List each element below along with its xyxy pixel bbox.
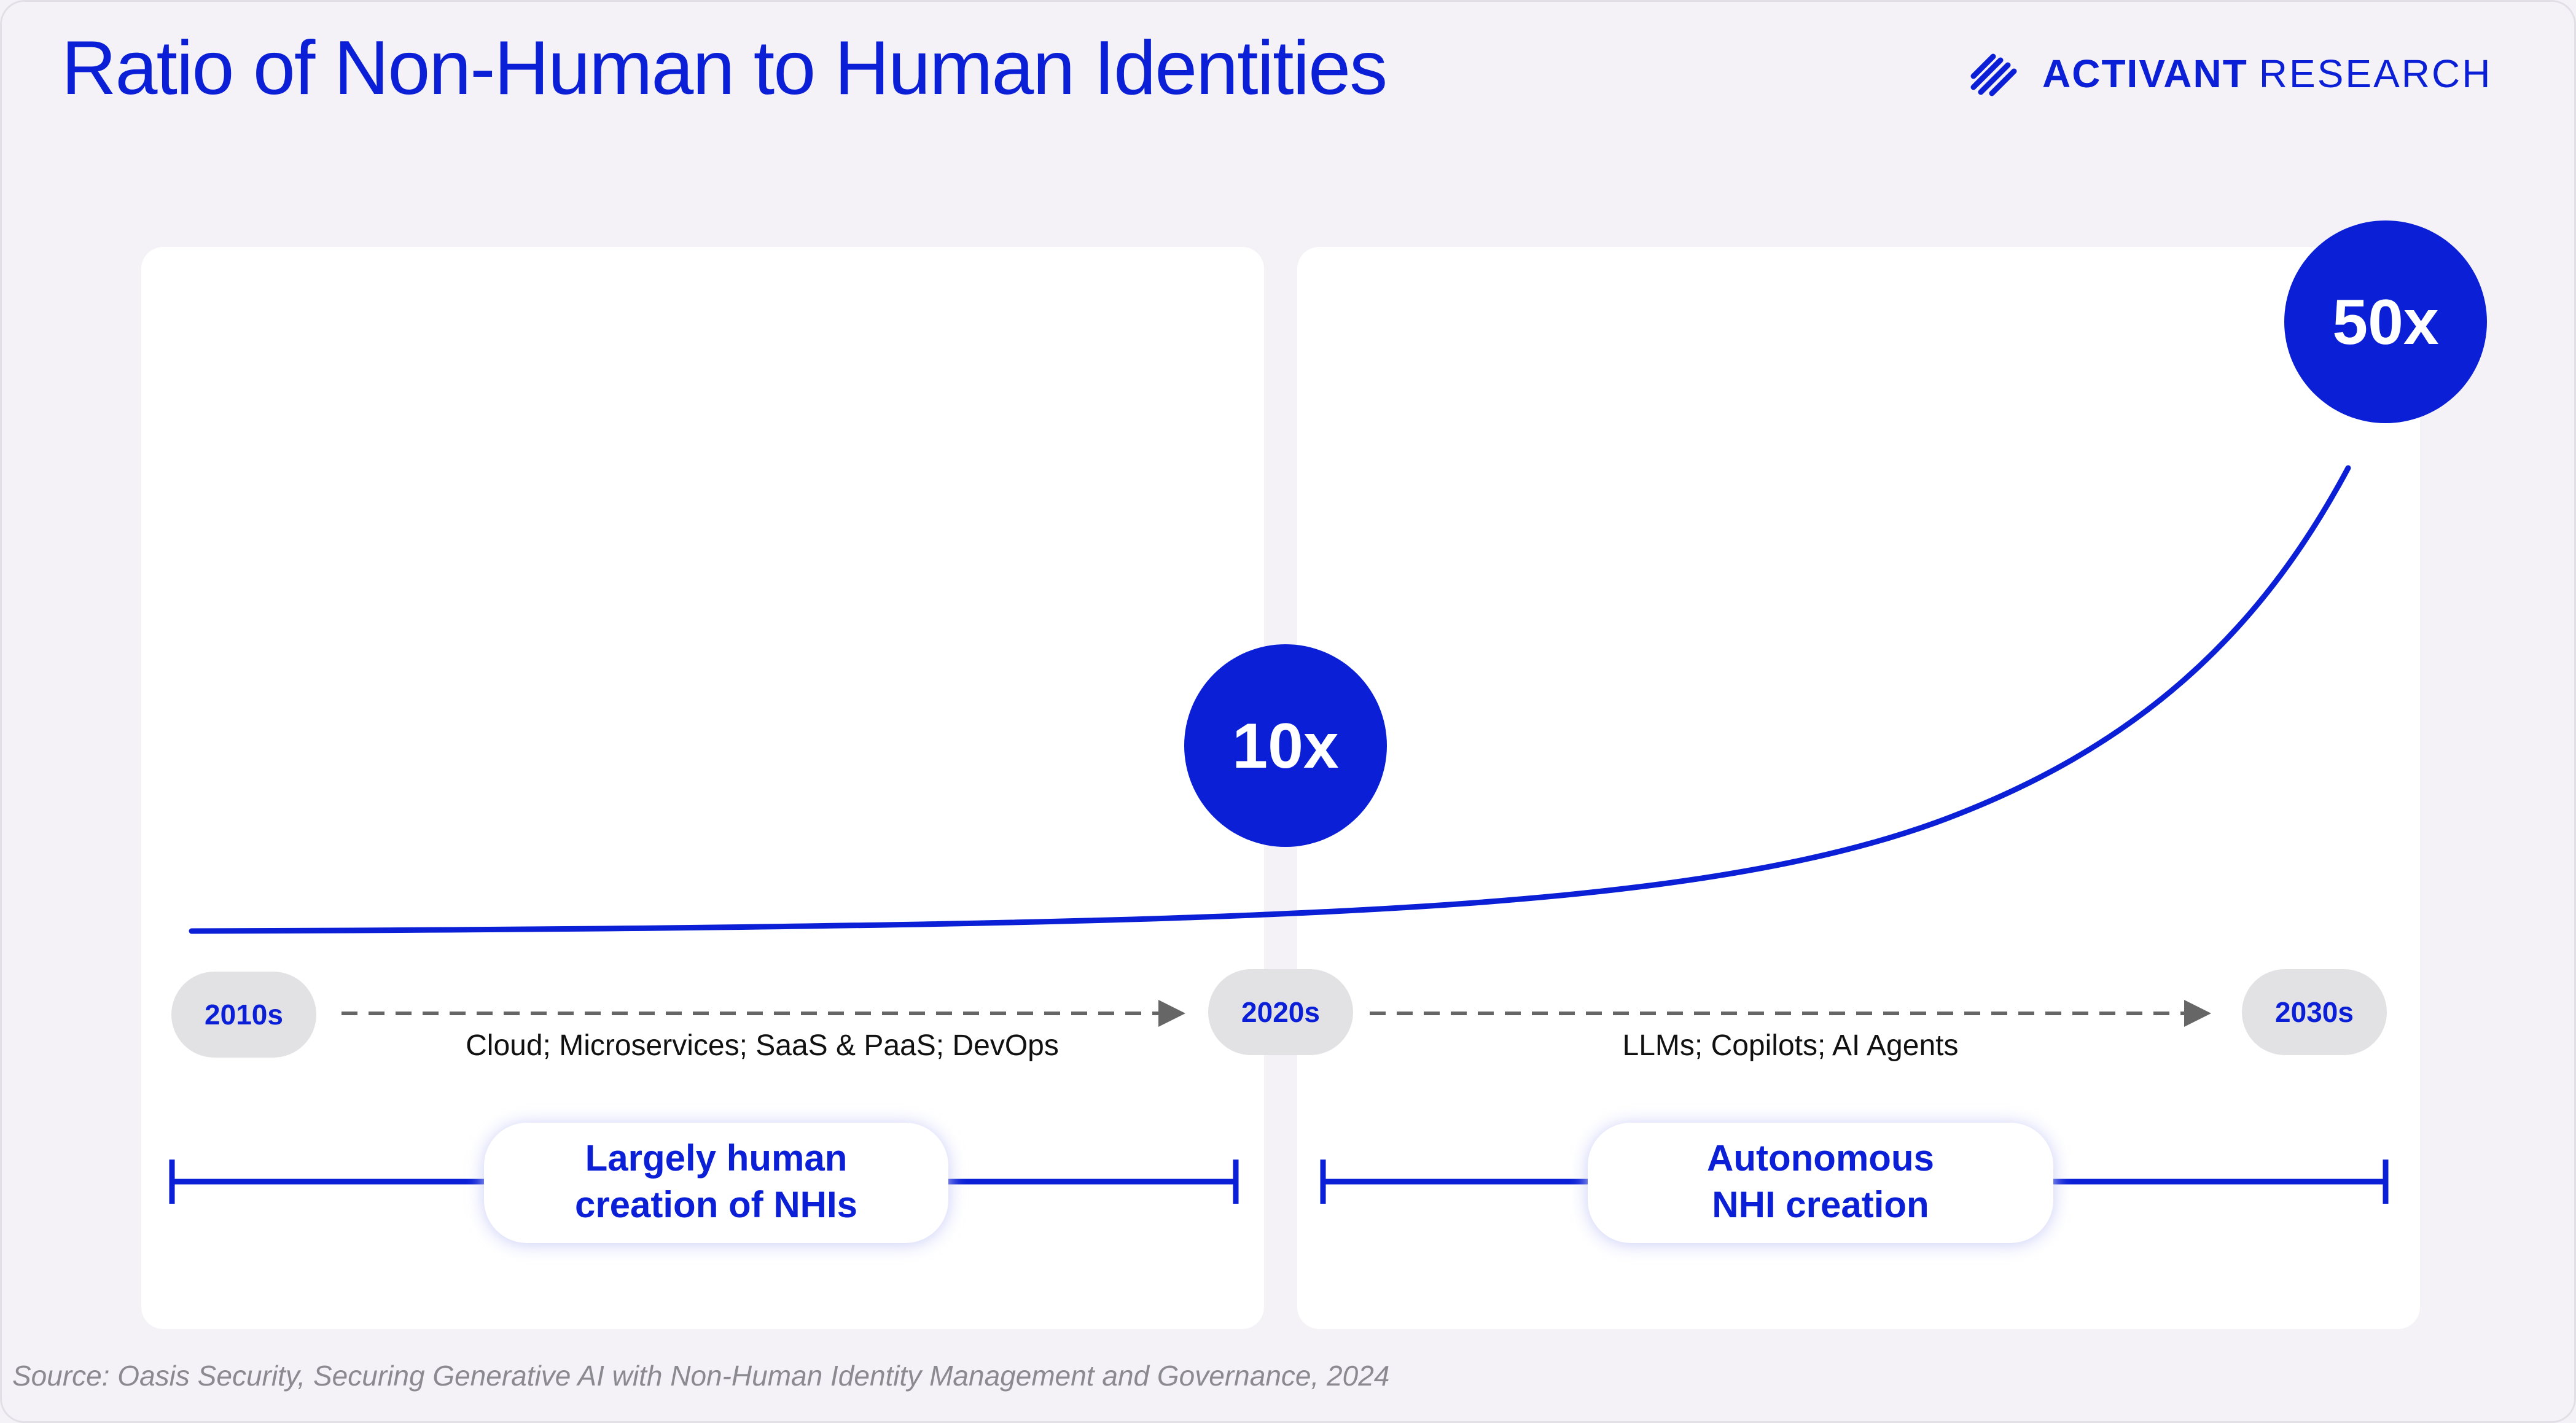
driver-label: LLMs; Copilots; AI Agents: [1623, 1029, 1959, 1062]
phase-box: [484, 1123, 948, 1243]
tick-label: 2020s: [1241, 996, 1320, 1028]
growth-curve: [189, 465, 2351, 934]
activant-slash-logo-icon: [1970, 53, 2017, 96]
tick-label: 2030s: [2275, 996, 2354, 1028]
driver-label: Cloud; Microservices; SaaS & PaaS; DevOp…: [466, 1029, 1059, 1062]
arrow-head-icon: [1158, 1000, 1185, 1027]
arrow-head-icon: [2184, 1000, 2211, 1027]
brand-logo: ACTIVANT RESEARCH: [1969, 48, 2492, 99]
phase-label: Largely human: [585, 1137, 848, 1179]
value-label: 50x: [2332, 287, 2439, 358]
value-label: 10x: [1232, 711, 1339, 782]
source-note: Source: Oasis Security, Securing Generat…: [12, 1360, 1390, 1392]
tick-label: 2010s: [205, 999, 283, 1031]
phase-label: Autonomous: [1707, 1137, 1934, 1179]
brand-name-light: RESEARCH: [2258, 52, 2492, 96]
brand-name-bold: ACTIVANT: [2042, 52, 2248, 96]
phase-label: NHI creation: [1712, 1184, 1929, 1225]
badge-circle-1: [2284, 220, 2487, 423]
period-pill: [1208, 969, 1353, 1055]
period-pill: [171, 972, 316, 1058]
period-pill: [2242, 969, 2387, 1055]
page-title: Ratio of Non-Human to Human Identities: [61, 26, 1388, 111]
phase-label: creation of NHIs: [575, 1184, 857, 1225]
phase-box: [1588, 1123, 2053, 1243]
badge-circle-0: [1184, 644, 1387, 847]
